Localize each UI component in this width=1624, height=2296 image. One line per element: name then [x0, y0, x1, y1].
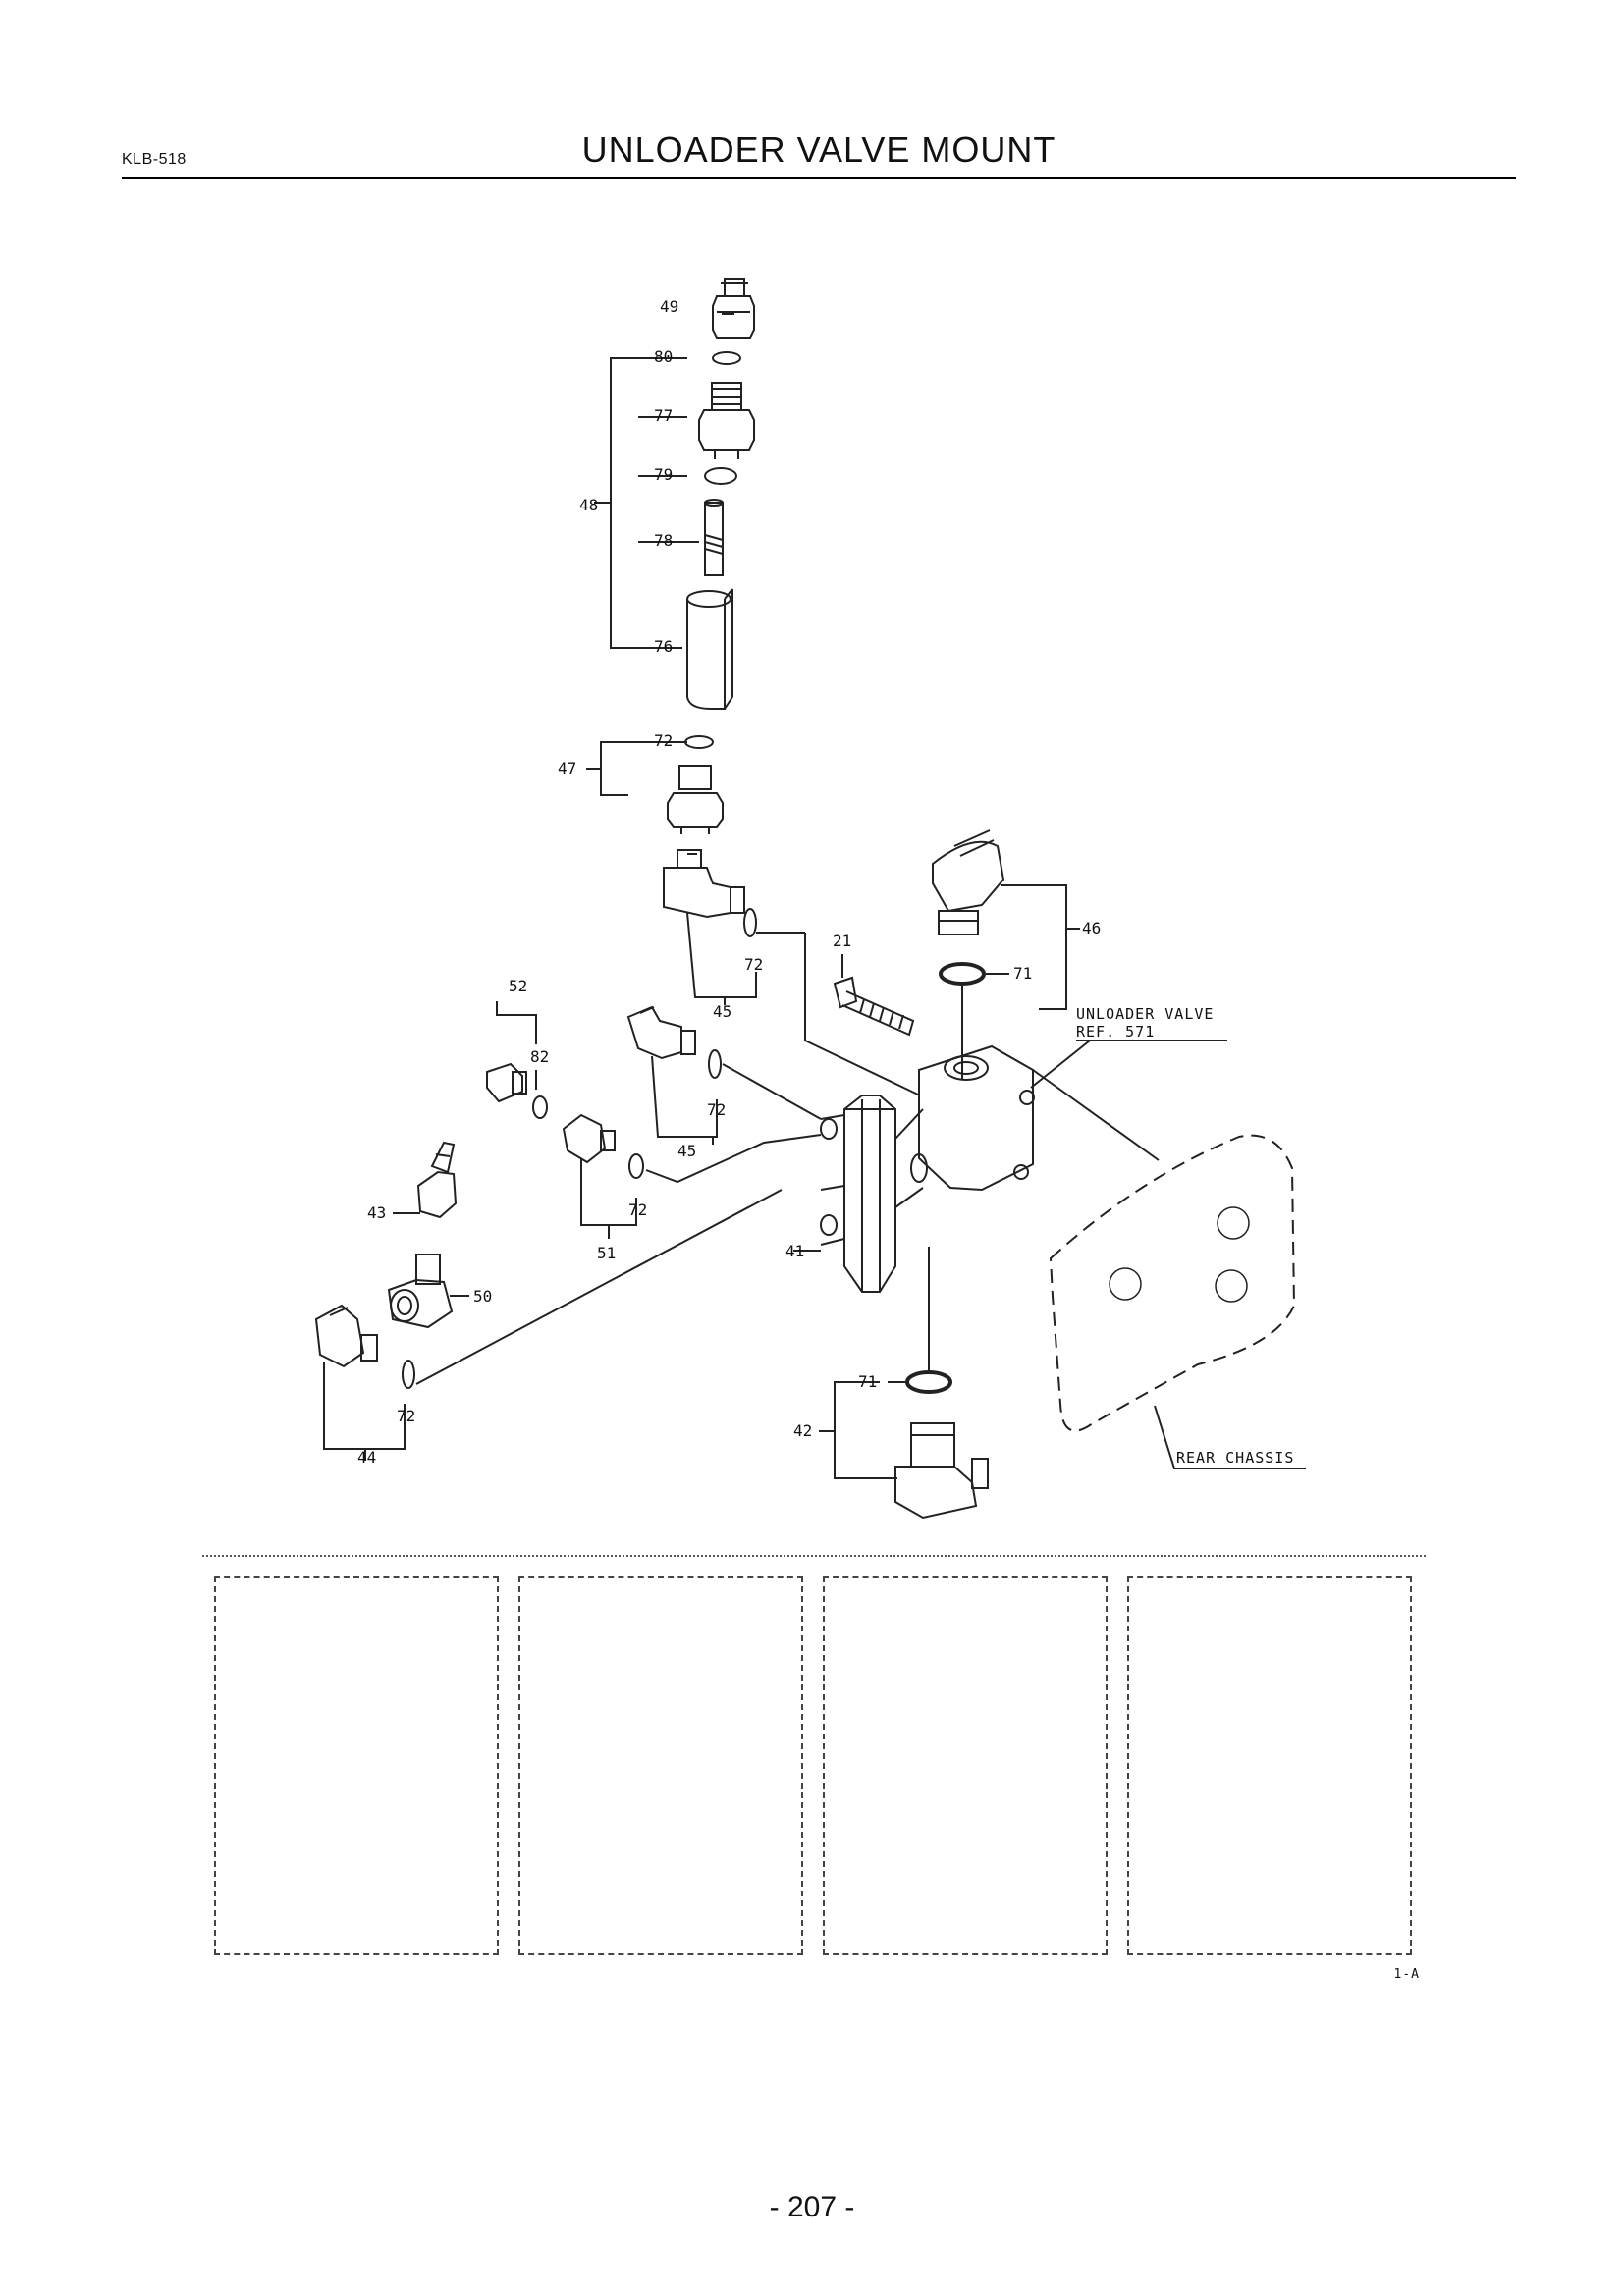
separator-line: [202, 1555, 1426, 1557]
bracket-47: [586, 741, 687, 796]
label-76: 76: [654, 637, 673, 656]
part-72-o-ring-47: [684, 735, 714, 749]
label-49: 49: [660, 297, 678, 316]
label-50: 50: [473, 1287, 492, 1306]
label-82: 82: [530, 1047, 549, 1066]
part-72-o-ring-51: [628, 1153, 644, 1179]
callout-rear-chassis: REAR CHASSIS: [1176, 1449, 1294, 1467]
part-51-adapter: [562, 1113, 616, 1164]
part-45-elbow-lower: [626, 1005, 696, 1060]
bracket-45b: [651, 1055, 718, 1138]
label-48: 48: [579, 496, 598, 514]
label-72-d: 72: [628, 1201, 647, 1219]
page-number: - 207 -: [769, 2191, 855, 2223]
label-79: 79: [654, 465, 673, 484]
label-72-e: 72: [397, 1407, 415, 1425]
label-47: 47: [558, 759, 576, 777]
part-52-plug: [486, 1062, 527, 1103]
reference-code: 1-A: [1393, 1967, 1420, 1982]
label-45-b: 45: [677, 1142, 696, 1160]
label-46: 46: [1082, 919, 1101, 937]
leader-51: [645, 1134, 822, 1184]
callout-unloader-ref: REF. 571: [1076, 1023, 1155, 1041]
label-21: 21: [833, 932, 851, 950]
part-78-check-valve: [704, 499, 724, 576]
document-code: KLB-518: [122, 151, 187, 168]
part-49-fitting: [712, 278, 755, 339]
label-51: 51: [597, 1244, 616, 1262]
part-47-nipple: [667, 765, 724, 834]
label-71-a: 71: [1013, 964, 1032, 983]
label-71-b: 71: [858, 1372, 877, 1391]
bracket-42: [834, 1381, 897, 1479]
label-72-b: 72: [744, 955, 763, 974]
bracket-48: [594, 313, 734, 649]
part-labels: 49 80 77 79 48 78 76 72 47 21 46 71 72 4…: [357, 297, 1294, 1467]
part-72-o-ring-44: [402, 1360, 415, 1389]
part-77-adapter: [698, 382, 755, 459]
label-80: 80: [654, 347, 673, 366]
leader-unloader-callout: [1030, 1040, 1091, 1089]
label-72-c: 72: [707, 1100, 726, 1119]
page-title: UNLOADER VALVE MOUNT: [581, 130, 1056, 170]
note-box-3: [823, 1576, 1108, 1955]
rear-chassis-plate: [1049, 1134, 1296, 1432]
leader-valve-to-chassis: [1032, 1069, 1160, 1161]
label-45-a: 45: [713, 1002, 731, 1021]
label-77: 77: [654, 406, 673, 425]
part-43-hose-barb: [416, 1141, 458, 1219]
bracket-44: [323, 1362, 406, 1450]
part-44-elbow: [314, 1304, 378, 1368]
note-box-4: [1127, 1576, 1412, 1955]
label-52: 52: [509, 977, 527, 995]
label-72-a: 72: [654, 731, 673, 750]
part-80-o-ring: [712, 351, 741, 365]
part-72-o-ring-45a: [743, 908, 757, 937]
part-42-elbow-fitting: [894, 1422, 989, 1520]
label-43: 43: [367, 1203, 386, 1222]
part-79-o-ring: [704, 467, 737, 485]
note-box-2: [518, 1576, 803, 1955]
label-78: 78: [654, 531, 673, 550]
part-46-elbow-fitting: [932, 829, 1080, 1010]
label-42: 42: [793, 1421, 812, 1440]
leader-rear-chassis: [1154, 1405, 1306, 1469]
page-header: KLB-518 UNLOADER VALVE MOUNT: [122, 126, 1516, 179]
part-21-bolt: [833, 976, 915, 1037]
part-45-elbow-upper: [663, 849, 745, 919]
part-71-o-ring-upper: [939, 962, 986, 986]
part-71-o-ring-lower: [905, 1370, 952, 1394]
part-82-o-ring: [532, 1095, 548, 1119]
label-44: 44: [357, 1448, 376, 1467]
part-50-swivel-elbow: [387, 1254, 454, 1329]
callout-unloader-valve: UNLOADER VALVE: [1076, 1005, 1214, 1023]
part-72-o-ring-45b: [708, 1049, 722, 1079]
note-box-1: [214, 1576, 499, 1955]
bracket-52: [496, 1001, 537, 1044]
chassis-bolt-pattern: [1109, 1206, 1250, 1303]
part-41-unloader-valve-body: [820, 1044, 1035, 1293]
label-41: 41: [785, 1242, 804, 1260]
part-76-housing: [686, 588, 733, 710]
